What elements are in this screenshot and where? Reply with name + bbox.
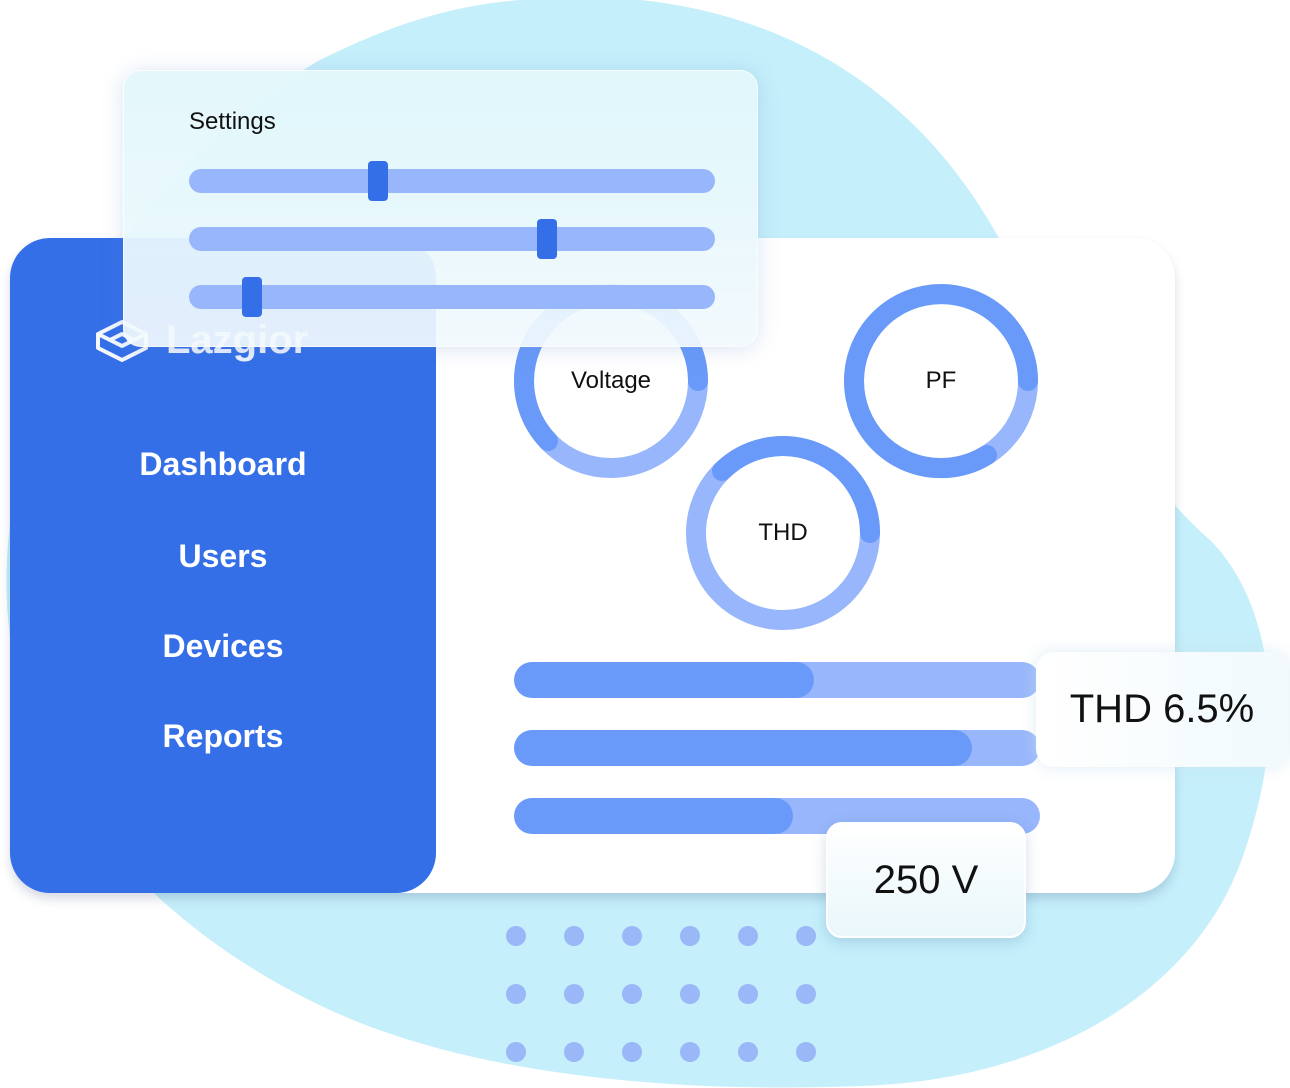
- decor-dot: [506, 984, 526, 1004]
- decor-dot: [680, 926, 700, 946]
- dot-grid: [506, 926, 826, 1066]
- sidebar-item-dashboard[interactable]: Dashboard: [139, 446, 307, 482]
- progress-bar: [514, 662, 1040, 698]
- voltage-readout: 250 V: [826, 822, 1026, 938]
- slider-thumb[interactable]: [368, 161, 389, 201]
- slider-thumb[interactable]: [536, 219, 557, 259]
- decor-dot: [796, 1042, 816, 1062]
- decor-dot: [622, 926, 642, 946]
- decor-dot: [622, 984, 642, 1004]
- decor-dot: [506, 926, 526, 946]
- decor-dot: [564, 1042, 584, 1062]
- slider-track[interactable]: [189, 219, 715, 259]
- decor-dot: [680, 984, 700, 1004]
- decor-dot: [564, 984, 584, 1004]
- decor-dot: [622, 1042, 642, 1062]
- gauge-label: PF: [925, 367, 957, 394]
- slider-thumb[interactable]: [242, 277, 263, 317]
- decor-dot: [738, 926, 758, 946]
- slider-track[interactable]: [189, 277, 715, 317]
- progress-bar: [514, 730, 1040, 766]
- gauge-label: Voltage: [570, 367, 652, 394]
- pf-gauge: PF: [843, 283, 1039, 479]
- sidebar-item-users[interactable]: Users: [178, 538, 268, 574]
- decor-dot: [506, 1042, 526, 1062]
- sidebar-item-reports[interactable]: Reports: [162, 718, 284, 754]
- progress-bar: [514, 798, 1040, 834]
- thd-readout: THD 6.5%: [1036, 652, 1288, 767]
- sidebar-item-devices[interactable]: Devices: [162, 628, 284, 664]
- decor-dot: [680, 1042, 700, 1062]
- settings-title: Settings: [189, 108, 276, 135]
- progress-bar-fill: [514, 662, 814, 698]
- decor-dot: [738, 1042, 758, 1062]
- decor-dot: [796, 984, 816, 1004]
- progress-bar-fill: [514, 730, 972, 766]
- slider-track[interactable]: [189, 161, 715, 201]
- thd-gauge: THD: [685, 435, 881, 631]
- decor-dot: [738, 984, 758, 1004]
- decor-dot: [796, 926, 816, 946]
- decor-dot: [564, 926, 584, 946]
- gauge-label: THD: [758, 519, 808, 546]
- settings-panel: Settings: [123, 70, 758, 347]
- progress-bar-fill: [514, 798, 793, 834]
